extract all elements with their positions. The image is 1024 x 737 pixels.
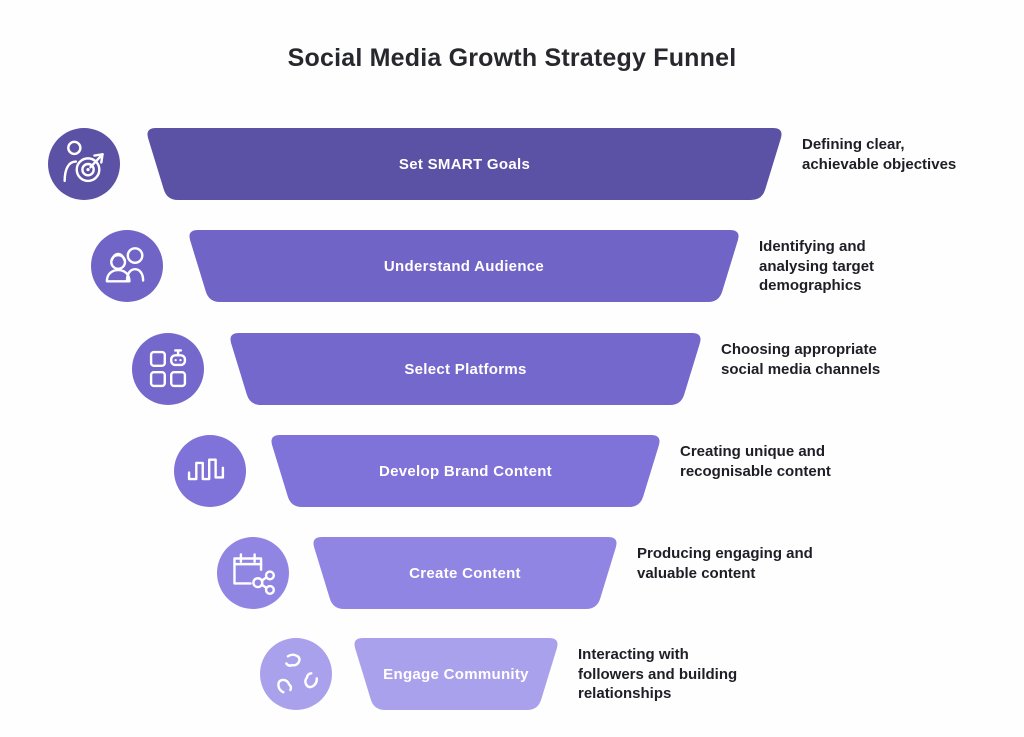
funnel-bar: [189, 230, 739, 302]
funnel-bar: [271, 435, 660, 507]
stage-description: Defining clear, achievable objectives: [802, 136, 957, 173]
funnel-bar: [354, 638, 558, 710]
stage-label: Engage Community: [383, 665, 529, 683]
funnel-bar: [147, 128, 782, 200]
funnel-stage-develop-brand-content: Develop Brand Content Creating unique an…: [0, 435, 1024, 507]
stage-description: Choosing appropriate social media channe…: [721, 341, 881, 378]
stage-description: Producing engaging and valuable content: [637, 545, 813, 582]
stage-description: Creating unique and recognisable content: [680, 443, 831, 480]
funnel-bar: [230, 333, 701, 405]
funnel-stage-create-content: Create Content Producing engaging and va…: [0, 537, 1024, 609]
stage-description: Identifying and analysing target demogra…: [759, 238, 875, 294]
community-hands-icon: [260, 638, 332, 710]
app-grid-icon: [132, 333, 204, 405]
waveform-icon: [174, 435, 246, 507]
stage-label: Set SMART Goals: [398, 155, 531, 173]
stage-label: Develop Brand Content: [379, 462, 552, 480]
audience-icon: [91, 230, 163, 302]
funnel-bar: [313, 537, 617, 609]
page-title: Social Media Growth Strategy Funnel: [287, 44, 737, 72]
content-calendar-icon: [217, 537, 289, 609]
funnel-stage-select-platforms: Select Platforms Choosing appropriate so…: [0, 333, 1024, 405]
stage-label: Understand Audience: [383, 257, 545, 275]
funnel-stage-engage-community: Engage Community Interacting with follow…: [0, 638, 1024, 710]
stage-label: Select Platforms: [404, 360, 527, 378]
stage-description: Interacting with followers and building …: [578, 646, 738, 702]
funnel-stage-set-smart-goals: Set SMART Goals Defining clear, achievab…: [0, 128, 1024, 200]
stage-label: Create Content: [409, 564, 521, 582]
goal-target-icon: [48, 128, 120, 200]
funnel-stage-understand-audience: Understand Audience Identifying and anal…: [0, 230, 1024, 302]
